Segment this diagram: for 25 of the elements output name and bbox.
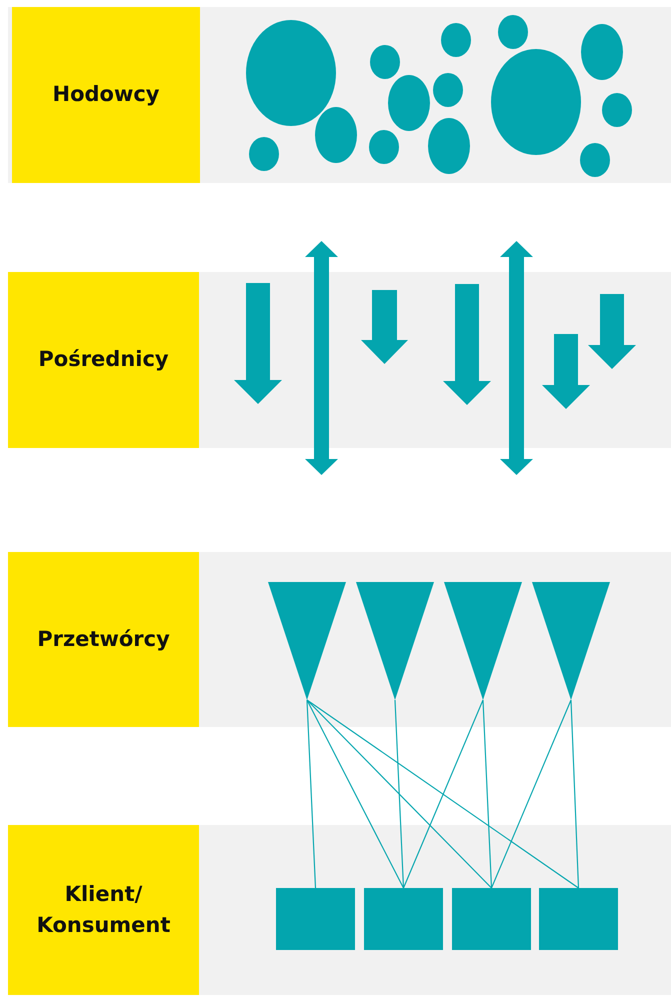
connector-line — [306, 700, 404, 888]
connector-line — [394, 700, 404, 888]
category-label-box — [8, 825, 199, 995]
connector-line — [306, 700, 492, 888]
rectangle — [276, 888, 355, 950]
category-label-box — [8, 272, 199, 448]
connector-line — [306, 700, 579, 888]
triangle — [356, 582, 434, 700]
connector-line — [491, 700, 572, 888]
connector-line — [403, 700, 484, 888]
category-label: Klient/ Konsument — [36, 880, 172, 939]
rectangle — [364, 888, 443, 950]
connector-line — [482, 700, 492, 888]
connector-line — [306, 700, 316, 888]
category-label-box — [8, 552, 199, 727]
triangle — [268, 582, 346, 700]
triangle — [444, 582, 522, 700]
triangle — [532, 582, 610, 700]
connector-line — [570, 700, 580, 888]
rectangle — [539, 888, 618, 950]
category-label: Przetwórcy — [36, 626, 171, 653]
category-label-box — [12, 7, 200, 183]
category-label: Hodowcy — [52, 81, 160, 108]
category-label: Pośrednicy — [37, 346, 170, 374]
rectangle — [452, 888, 531, 950]
